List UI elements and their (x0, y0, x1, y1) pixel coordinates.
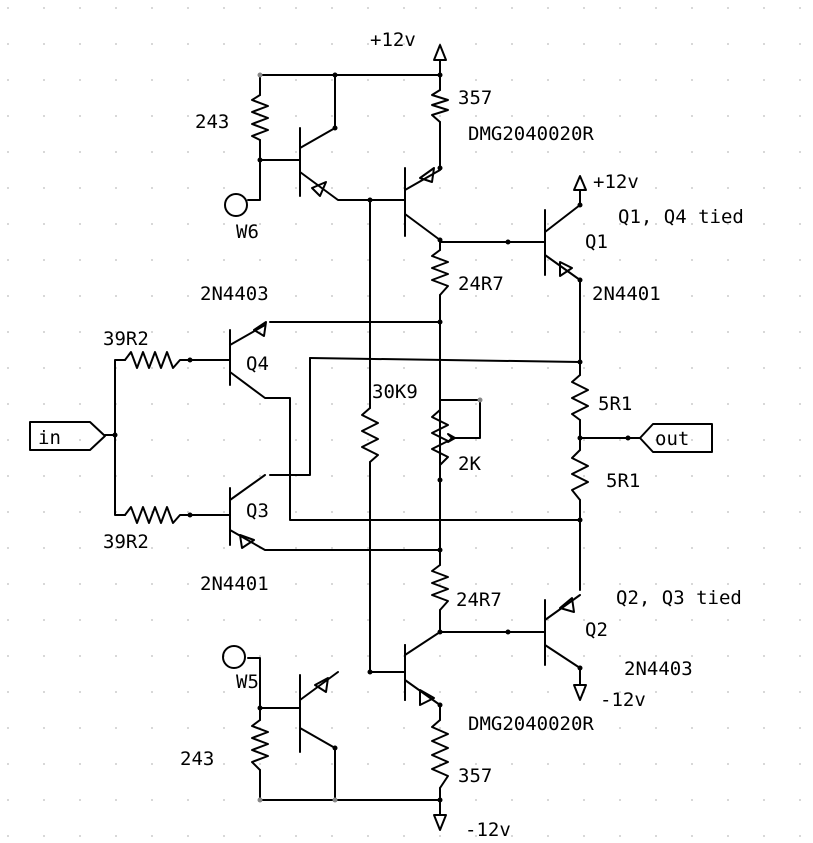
label-top-driver-part: DMG2040020R (468, 123, 594, 145)
ports (29, 421, 713, 453)
supply-symbols (433, 44, 587, 831)
transistor-symbols (239, 127, 575, 753)
resistor-24r7-top (431, 249, 449, 296)
label-q2-part: 2N4403 (624, 658, 693, 680)
resistor-30k9 (361, 407, 379, 463)
label-pot: 2K (458, 453, 481, 475)
label-q1-name: Q1 (585, 231, 608, 253)
label-q2-name: Q2 (585, 619, 608, 641)
label-r-bias: 30K9 (372, 381, 418, 403)
pot-wiper-arrow (447, 433, 456, 443)
resistors (124, 89, 589, 789)
label-q3-name: Q3 (246, 500, 269, 522)
label-vneg-bottom: -12v (465, 819, 511, 841)
output-port[interactable] (639, 423, 713, 453)
resistor-357-bottom (431, 719, 449, 789)
vneg-q2-arrow (573, 684, 587, 701)
vpos-top-arrow (433, 44, 447, 61)
label-r-bot-right: 357 (458, 765, 492, 787)
label-q4-part: 2N4403 (200, 283, 269, 305)
resistor-357-top (431, 89, 449, 123)
test-points (222, 193, 248, 669)
label-output-port: out (655, 428, 689, 450)
label-r-bot-left: 243 (180, 748, 214, 770)
arrow-q2 (559, 597, 575, 613)
label-test-point-w6: W6 (236, 221, 259, 243)
label-r-input-top: 39R2 (103, 328, 149, 350)
arrow-q-top-right (419, 167, 435, 183)
labels: +12v 357 243 DMG2040020R +12v Q1, Q4 tie… (38, 29, 744, 841)
label-r-top-right: 357 (458, 87, 492, 109)
arrow-q4 (253, 321, 267, 337)
label-vneg-q2: -12v (600, 689, 646, 711)
test-point-w6[interactable] (224, 193, 248, 217)
label-r-top-left: 243 (195, 111, 229, 133)
label-vpos-q1: +12v (593, 171, 639, 193)
label-q2-note: Q2, Q3 tied (616, 587, 742, 609)
arrow-q1 (559, 261, 573, 277)
resistor-5r1-top (571, 374, 589, 421)
resistor-5r1-bottom (571, 449, 589, 501)
resistor-39r2-bottom (124, 506, 191, 524)
label-r-input-bottom: 39R2 (103, 531, 149, 553)
test-point-w5[interactable] (222, 645, 246, 669)
arrow-q-top-left (311, 181, 327, 197)
arrow-q-bot-right (419, 689, 435, 706)
label-test-point-w5: W5 (236, 671, 259, 693)
arrow-q3 (239, 534, 255, 549)
resistor-24r7-bottom (431, 564, 449, 611)
resistor-39r2-top (124, 351, 191, 369)
input-port[interactable] (29, 421, 106, 451)
label-q1-part: 2N4401 (592, 283, 661, 305)
label-input-port: in (38, 427, 61, 449)
label-r-emit-bottom: 24R7 (456, 589, 502, 611)
label-q3-part: 2N4401 (200, 573, 269, 595)
resistor-243-top (251, 94, 269, 141)
label-vpos-top: +12v (370, 29, 416, 51)
resistor-243-bottom (251, 719, 269, 771)
vpos-q1-arrow (573, 175, 587, 191)
grid-dots (7, 7, 801, 837)
label-r-emit-top: 24R7 (458, 273, 504, 295)
label-bottom-driver-part: DMG2040020R (468, 713, 594, 735)
potentiometer-2k (431, 409, 449, 481)
wires (104, 59, 641, 816)
arrow-q-bot-left (314, 677, 329, 693)
vneg-bottom-arrow (433, 814, 447, 831)
label-r-out-top: 5R1 (598, 393, 632, 415)
label-q1-note: Q1, Q4 tied (618, 206, 744, 228)
junction-dots (112, 72, 631, 803)
label-r-out-bottom: 5R1 (606, 470, 640, 492)
label-q4-name: Q4 (246, 353, 269, 375)
